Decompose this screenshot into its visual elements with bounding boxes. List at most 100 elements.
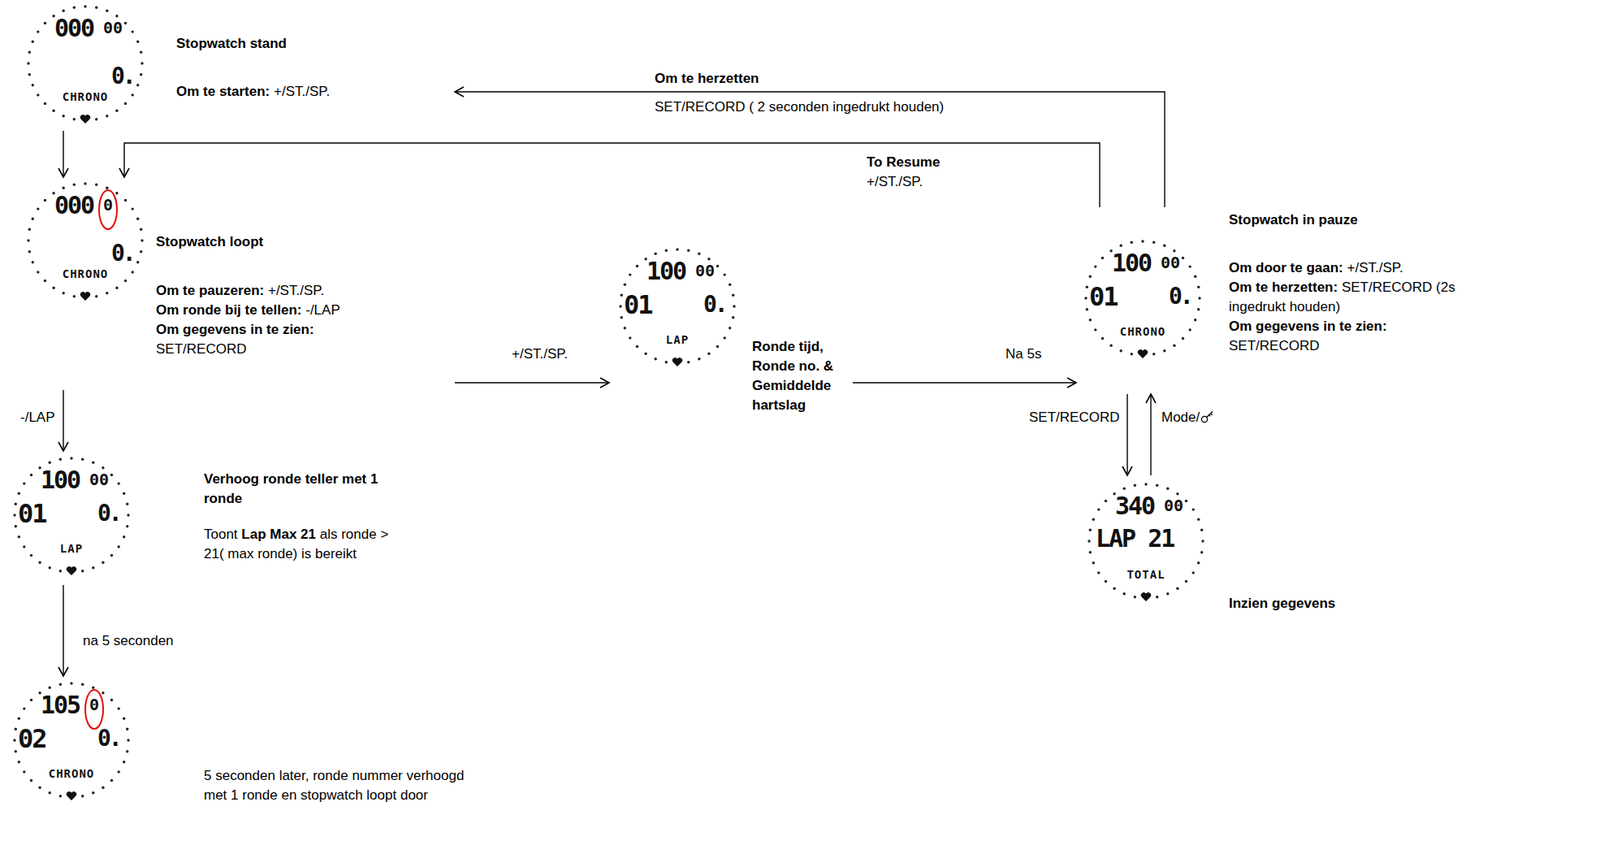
lcd-readout: 01 xyxy=(623,291,653,318)
bezel-dot xyxy=(73,294,76,298)
flow-connector xyxy=(454,377,610,388)
watch-display: 10000010.LAP xyxy=(612,244,743,371)
heart-icon xyxy=(80,291,91,301)
lcd-readout: 0 xyxy=(89,696,100,713)
bezel-dot xyxy=(122,535,126,538)
instruction-heading: Ronde tijd, Ronde no. & Gemiddelde harts… xyxy=(752,338,834,413)
bezel-dot xyxy=(117,544,121,548)
connector-line xyxy=(62,389,64,451)
bezel-dot xyxy=(139,250,143,253)
bezel-dot xyxy=(126,738,130,741)
bezel-dot xyxy=(731,315,735,319)
edge-label-text: +/ST./SP. xyxy=(511,345,568,362)
bezel-dot xyxy=(1181,256,1185,260)
bezel-dot xyxy=(95,6,98,9)
bezel-dot xyxy=(38,786,41,789)
flow-connector xyxy=(1145,393,1156,476)
bezel-dot xyxy=(59,794,62,797)
flow-connector xyxy=(58,389,69,451)
watch-state-node: 1050020.CHRONO5 seconden later, ronde nu… xyxy=(4,675,492,810)
bezel-dot xyxy=(83,4,87,8)
instruction-heading: Verhoog ronde teller met 1 ronde xyxy=(203,471,378,506)
bezel-dot xyxy=(1197,296,1201,299)
arrow-head xyxy=(1067,377,1077,388)
edge-label-text: Om te herzetten xyxy=(654,70,759,87)
flow-connector xyxy=(58,130,69,178)
bezel-dot xyxy=(81,683,84,686)
connector-line xyxy=(852,381,1077,383)
bezel-dot xyxy=(115,14,118,18)
bezel-dot xyxy=(28,51,31,54)
edge-label-text: To Resume xyxy=(866,154,940,170)
bezel-dot xyxy=(1152,241,1155,244)
edge-label-text: SET/RECORD xyxy=(1029,409,1120,425)
bezel-dot xyxy=(36,93,39,96)
arrow-head xyxy=(600,377,610,388)
bezel-dot xyxy=(131,270,135,273)
bezel-dot xyxy=(73,6,76,9)
arrow-head xyxy=(119,168,130,178)
bezel-dot xyxy=(732,304,736,308)
bezel-dot xyxy=(1197,518,1200,521)
bezel-dot xyxy=(1092,561,1095,564)
bezel-dot xyxy=(1155,484,1159,487)
bezel-dot xyxy=(1089,318,1092,321)
bezel-dot xyxy=(105,114,109,117)
bezel-dot xyxy=(110,473,113,476)
edge-label: +/ST./SP. xyxy=(510,345,570,364)
lcd-readout: 0. xyxy=(111,64,135,88)
heart-icon xyxy=(80,114,91,124)
bezel-dot xyxy=(716,345,719,348)
bezel-dot xyxy=(1092,518,1095,521)
bezel-dot xyxy=(136,83,139,87)
edge-label: SET/RECORD xyxy=(1027,408,1121,427)
bezel-dot xyxy=(48,791,52,794)
instruction-heading: Om te pauzeren: xyxy=(155,282,264,299)
bezel-dot xyxy=(31,217,35,221)
bezel-dot xyxy=(618,304,622,308)
arrow-head xyxy=(58,441,69,451)
bezel-dot xyxy=(1089,275,1092,278)
state-description: Stopwatch looptOm te pauzeren:+/ST./SP.O… xyxy=(155,232,341,359)
flow-connector xyxy=(1122,393,1133,476)
bezel-dot xyxy=(43,279,47,282)
bezel-dot xyxy=(1192,507,1195,511)
bezel-dot xyxy=(1097,507,1100,511)
bezel-dot xyxy=(48,461,52,464)
bezel-dot xyxy=(122,760,126,763)
lcd-readout: TOTAL xyxy=(1081,568,1211,580)
bezel-dot xyxy=(139,73,143,76)
bezel-dot xyxy=(14,727,18,731)
bezel-dot xyxy=(95,183,98,186)
edge-label: Na 5s xyxy=(1003,345,1043,364)
lcd-readout: 0. xyxy=(703,293,727,316)
bezel-dot xyxy=(73,117,76,121)
bezel-dot xyxy=(697,252,701,256)
bezel-dot xyxy=(1120,244,1123,247)
bezel-dot xyxy=(22,769,26,773)
bezel-dot xyxy=(62,291,65,295)
note-label: SET/RECORD ( 2 seconden ingedrukt houden… xyxy=(652,98,946,117)
bezel-dot xyxy=(1087,539,1090,542)
bezel-dot xyxy=(675,247,679,251)
lcd-readout: 0. xyxy=(97,726,121,750)
bezel-dot xyxy=(36,30,39,33)
description-line: Om ronde bij te tellen:-/LAP xyxy=(155,300,341,320)
bezel-dot xyxy=(101,561,104,564)
description-line: Verhoog ronde teller met 1 ronde xyxy=(203,469,391,509)
bezel-dot xyxy=(110,698,113,701)
bezel-dot xyxy=(14,502,18,506)
description-line: SET/RECORD xyxy=(155,339,341,359)
bezel-dot xyxy=(105,9,109,13)
bezel-dot xyxy=(12,738,16,741)
flow-connector xyxy=(454,86,1165,208)
bezel-dot xyxy=(139,228,143,231)
watch-display: 1050020.CHRONO xyxy=(6,678,137,805)
bezel-dot xyxy=(1201,539,1204,542)
bezel-dot xyxy=(1089,528,1092,532)
lcd-readout: LAP 21 xyxy=(1095,526,1174,551)
bezel-dot xyxy=(665,249,668,252)
bezel-dot xyxy=(620,315,623,319)
watch-display: 10000010.CHRONO xyxy=(1077,236,1208,363)
bezel-dot xyxy=(1112,587,1116,590)
